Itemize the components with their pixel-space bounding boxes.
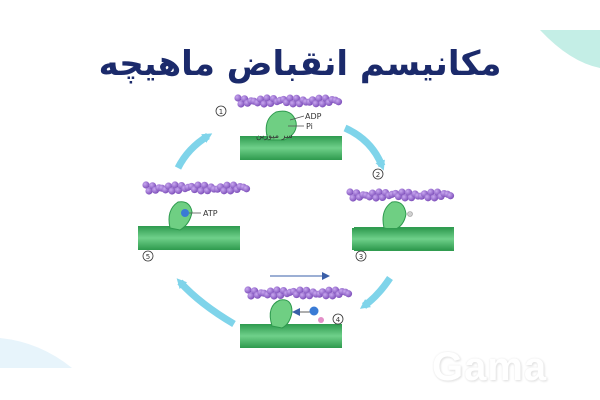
- cycle-arrow: [176, 278, 236, 328]
- actin-bead: [200, 181, 209, 189]
- actin-bead: [292, 94, 301, 102]
- step-number: 4: [336, 316, 341, 324]
- actin-bead: [322, 292, 330, 300]
- atp-ball: [181, 209, 189, 217]
- actin-filament: [142, 181, 251, 195]
- myosin-head-label: سر میوزین: [256, 131, 293, 140]
- myosin-filament: [240, 324, 342, 348]
- actin-bead: [260, 100, 268, 108]
- myosin-filament: [240, 136, 342, 160]
- actin-bead: [401, 194, 409, 202]
- actin-bead: [273, 286, 281, 294]
- stage-5: ATP 5: [138, 181, 251, 262]
- actin-filament: [234, 94, 343, 108]
- label-leader: [289, 115, 305, 121]
- actin-bead: [220, 187, 228, 195]
- step-marker: [142, 250, 154, 262]
- actin-bead: [346, 188, 354, 196]
- myosin-head: [265, 110, 297, 141]
- corner-accent-shape: [540, 30, 600, 68]
- actin-bead: [237, 100, 245, 108]
- step-marker: [355, 250, 367, 262]
- actin-bead: [318, 100, 327, 108]
- actin-bead: [334, 98, 343, 106]
- actin-bead: [223, 181, 231, 189]
- actin-bead: [197, 187, 205, 195]
- actin-bead: [242, 185, 251, 193]
- actin-bead: [430, 194, 439, 202]
- corner-accent-shape: [0, 338, 72, 368]
- cycle-arrow: [174, 132, 213, 170]
- actin-bead: [270, 292, 278, 300]
- actin-bead: [168, 187, 176, 195]
- actin-bead: [375, 188, 383, 196]
- actin-bead: [226, 187, 235, 195]
- actin-bead: [247, 292, 255, 300]
- actin-bead: [194, 181, 202, 189]
- stage-4: 4: [240, 272, 353, 348]
- actin-bead: [244, 286, 252, 294]
- myosin-head: [269, 299, 293, 329]
- adp-label: ADP: [305, 112, 322, 121]
- actin-bead: [398, 188, 406, 196]
- actin-bead: [315, 94, 323, 102]
- atp-ball: [309, 306, 319, 316]
- actin-bead: [349, 194, 357, 202]
- myosin-filament: [352, 228, 452, 250]
- cycle-arrow: [343, 124, 386, 171]
- step-marker: [372, 168, 384, 180]
- actin-bead: [404, 188, 413, 196]
- actin-filament: [346, 188, 455, 202]
- stage-3: 3: [352, 228, 452, 262]
- step-marker: [215, 105, 227, 117]
- actin-bead: [328, 292, 337, 300]
- phosphate-dot: [407, 211, 413, 217]
- actin-bead: [263, 94, 271, 102]
- step-number: 2: [376, 171, 380, 179]
- actin-bead: [302, 286, 311, 294]
- actin-bead: [312, 100, 320, 108]
- actin-bead: [296, 286, 304, 294]
- myosin-filament: [138, 226, 240, 250]
- actin-bead: [372, 194, 380, 202]
- actin-bead: [171, 181, 179, 189]
- step-number: 5: [146, 253, 150, 261]
- stage-1: ADP Pi سر میوزین 1: [215, 94, 343, 160]
- pi-label: Pi: [306, 122, 313, 131]
- actin-bead: [286, 94, 294, 102]
- page-title: مکانیسم انقباض ماهیچه: [98, 44, 502, 84]
- actin-bead: [344, 290, 353, 298]
- actin-bead: [289, 100, 297, 108]
- actin-bead: [427, 188, 435, 196]
- myosin-head: [382, 201, 407, 231]
- actin-bead: [299, 292, 307, 300]
- actin-bead: [446, 192, 455, 200]
- actin-bead: [145, 187, 153, 195]
- atp-label: ATP: [203, 209, 218, 218]
- actin-filament: [244, 286, 353, 300]
- actin-bead: [325, 286, 333, 294]
- phosphate-dot: [318, 317, 324, 323]
- actin-bead: [142, 181, 150, 189]
- actin-bead: [234, 94, 242, 102]
- step-number: 1: [219, 108, 223, 116]
- actin-bead: [424, 194, 432, 202]
- cycle-arrow: [359, 276, 393, 309]
- watermark-logo: Gama: [432, 345, 548, 389]
- myosin-head: [168, 201, 193, 231]
- step-marker: [332, 313, 344, 325]
- step-number: 3: [359, 253, 363, 261]
